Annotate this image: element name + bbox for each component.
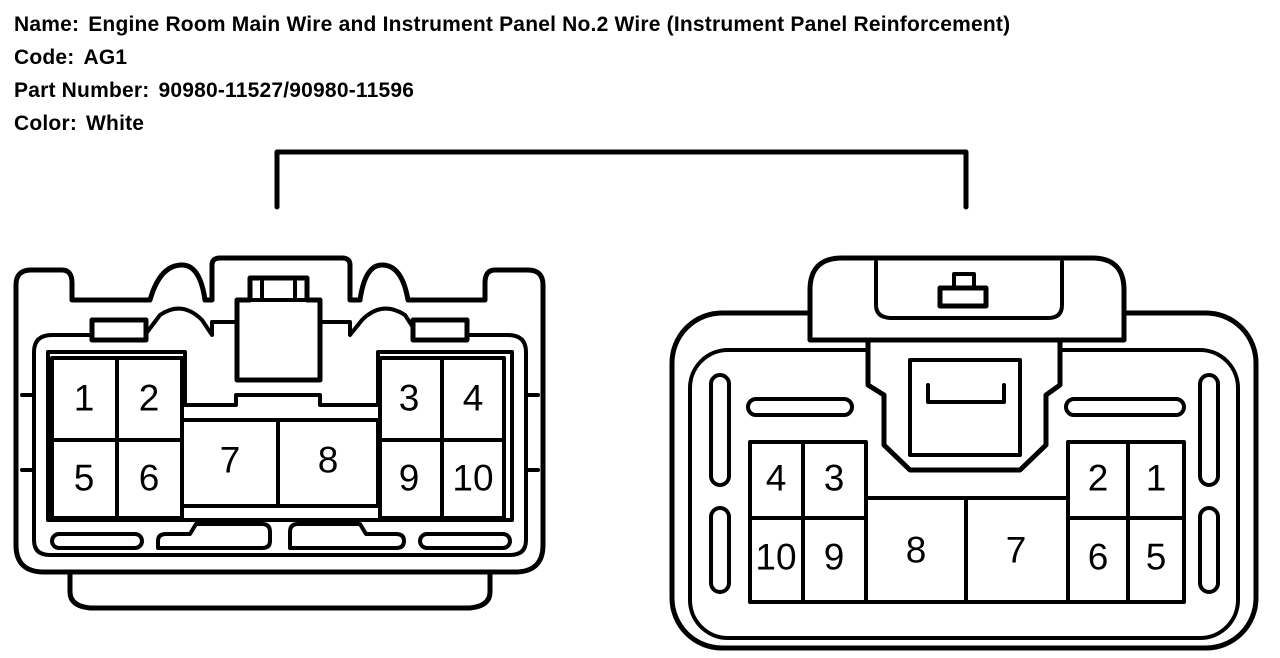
right-pin-label-4: 4 [766, 458, 787, 499]
left-pin-label-10: 10 [452, 458, 493, 499]
right-lock-button [937, 285, 989, 309]
name-row: Name: Engine Room Main Wire and Instrumen… [14, 8, 1010, 41]
color-value: White [86, 112, 145, 135]
right-latch-window [908, 358, 1022, 457]
right-lock-button-top [952, 272, 976, 290]
left-pin-grid [50, 356, 506, 520]
left-pin-label-1: 1 [74, 378, 95, 419]
right-pin-labels: 4 3 2 1 10 9 8 7 6 5 [755, 458, 1166, 578]
left-housing-outline [13, 255, 546, 575]
part-number-label: Part Number: [14, 79, 150, 102]
left-pin-label-7: 7 [220, 440, 241, 481]
right-side-rail-right-top [1198, 373, 1220, 487]
left-latch-detail [250, 278, 307, 302]
part-number-value: 90980-11527/90980-11596 [158, 79, 415, 102]
left-tab-right [410, 317, 470, 343]
right-pin-label-8: 8 [906, 530, 927, 571]
right-pin-label-1: 1 [1146, 458, 1167, 499]
left-inner-frame [32, 306, 528, 557]
code-label: Code: [14, 46, 75, 69]
right-pin-label-9: 9 [824, 537, 845, 578]
left-slot-2 [156, 522, 272, 550]
code-value: AG1 [83, 46, 128, 69]
left-pin-label-5: 5 [74, 458, 95, 499]
connector-info: Name: Engine Room Main Wire and Instrumen… [14, 8, 1010, 140]
left-slot-4 [418, 532, 512, 550]
mating-bracket-line [274, 149, 969, 210]
right-pin-cell-5 [1126, 516, 1186, 604]
left-pin-label-4: 4 [463, 378, 484, 419]
left-bottom-slots [50, 522, 512, 550]
color-label: Color: [14, 112, 78, 135]
left-pin-label-8: 8 [318, 440, 339, 481]
left-side-rail-right [524, 393, 540, 472]
right-connector: 4 3 2 1 10 9 8 7 6 5 [669, 255, 1259, 651]
right-pin-label-5: 5 [1146, 537, 1167, 578]
right-pin-label-7: 7 [1006, 530, 1027, 571]
right-latch-tooth [926, 383, 1006, 404]
left-pin-label-9: 9 [399, 458, 420, 499]
left-bottom-lip [67, 572, 493, 611]
left-lock-latch [234, 275, 323, 383]
color-row: Color: White [14, 107, 1010, 140]
right-pin-label-6: 6 [1088, 537, 1109, 578]
left-slot-3 [288, 522, 406, 550]
name-label: Name: [14, 13, 80, 36]
left-pin-label-2: 2 [139, 378, 160, 419]
left-cavity-surround [46, 350, 514, 522]
name-value: Engine Room Main Wire and Instrument Pan… [88, 13, 1011, 36]
right-center-latch [865, 337, 1063, 473]
right-side-rail-left-top [709, 373, 731, 487]
left-side-rail-left [20, 393, 36, 472]
right-side-rail-left-bottom [709, 506, 731, 594]
left-tab-left [89, 317, 149, 343]
left-pin-cell-10 [440, 438, 506, 520]
right-pin-grid [748, 440, 1186, 604]
left-pin-label-6: 6 [139, 458, 160, 499]
part-number-row: Part Number: 90980-11527/90980-11596 [14, 74, 1010, 107]
left-pin-label-3: 3 [399, 378, 420, 419]
right-lock-hood-inner [874, 260, 1064, 320]
right-pin-label-3: 3 [824, 458, 845, 499]
right-side-rail-right-bottom [1198, 506, 1220, 594]
code-row: Code: AG1 [14, 41, 1010, 74]
left-slot-1 [50, 532, 144, 550]
left-connector: 1 2 3 4 5 6 7 8 9 10 [13, 255, 546, 611]
left-pin-labels: 1 2 3 4 5 6 7 8 9 10 [74, 378, 494, 499]
right-pin-label-2: 2 [1088, 458, 1109, 499]
right-pin-label-10: 10 [755, 537, 796, 578]
right-guide-bar-left [746, 397, 854, 417]
right-guide-bar-right [1064, 397, 1186, 417]
